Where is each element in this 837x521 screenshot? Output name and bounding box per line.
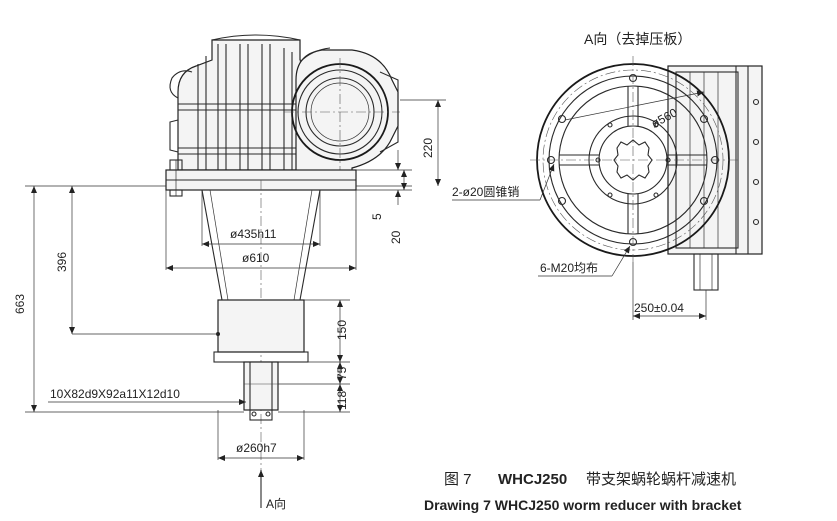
dim-663: 663: [13, 294, 27, 314]
dim-220: 220: [421, 138, 435, 158]
dim-610: ø610: [242, 251, 270, 265]
caption-prefix: 图 7: [444, 471, 472, 488]
caption: 图 7 WHCJ250 带支架蜗轮蜗杆减速机 Drawing 7 WHCJ250…: [424, 471, 742, 513]
gearbox-body: [169, 34, 323, 171]
view-a-arrow-label: A向: [266, 496, 286, 511]
caption-model: WHCJ250: [498, 471, 567, 488]
mounting-flange: [213, 299, 309, 363]
dim-5: 5: [370, 213, 384, 220]
worm-housing: [284, 47, 400, 179]
caption-en: Drawing 7 WHCJ250 worm reducer with brac…: [424, 497, 742, 513]
bolt-spec: 6-M20均布: [540, 261, 598, 275]
flange-spokes: [559, 86, 707, 234]
spline-spec: 10X82d9X92a11X12d10: [50, 387, 180, 401]
dim-250: 250±0.04: [634, 301, 684, 315]
a-view: ø560 2-ø20圆锥销 6-M20均布 250±0.04 A向（去掉压板）: [452, 31, 763, 320]
output-shaft: [243, 361, 279, 421]
dim-118: 118: [335, 391, 349, 410]
gearbox-ribs: [197, 44, 293, 170]
circular-flange: [530, 56, 740, 262]
front-view: ø435h11 ø610 ø260h7 396 663 220 5 20 150…: [13, 34, 446, 511]
dim-75: 75: [335, 366, 349, 380]
pin-spec: 2-ø20圆锥销: [452, 185, 519, 199]
dim-435: ø435h11: [230, 227, 277, 241]
dim-260: ø260h7: [236, 441, 277, 455]
view-a-title: A向（去掉压板）: [584, 31, 691, 47]
dim-150: 150: [335, 320, 349, 340]
dim-20: 20: [389, 230, 403, 244]
caption-cn-text: 带支架蜗轮蜗杆减速机: [586, 471, 736, 488]
dim-396: 396: [55, 252, 69, 272]
